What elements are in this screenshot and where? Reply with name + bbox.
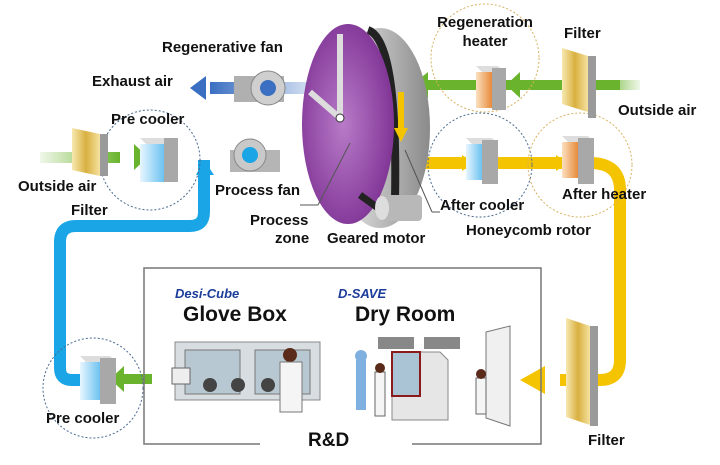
label-after-heater: After heater: [562, 186, 647, 203]
label-filter-left: Filter: [71, 202, 108, 219]
label-outside-air-left: Outside air: [18, 178, 97, 195]
rd-box: [143, 267, 542, 445]
rd-return-duct: [110, 366, 152, 392]
regeneration-heater-highlight: [430, 3, 540, 113]
label-pre-cooler-bottom: Pre cooler: [46, 410, 120, 427]
regeneration-heater-icon: [476, 66, 506, 110]
label-filter-top: Filter: [564, 25, 601, 42]
rd-title: R&D: [308, 430, 350, 451]
glove-box-illustration: [171, 341, 321, 413]
filter-left-icon: [72, 128, 108, 176]
pre-cooler-icon-top: [140, 138, 178, 182]
label-regeneration-heater-2: heater: [462, 33, 508, 50]
after-cooler-highlight: [427, 112, 533, 218]
label-process-fan: Process fan: [215, 182, 301, 199]
filter-top-icon: [562, 48, 596, 118]
dry-room-brand: D-SAVE: [338, 286, 387, 301]
pre-cooler-icon-bottom: [80, 356, 116, 404]
honeycomb-rotor-icon: [300, 24, 440, 228]
dry-room-title: Dry Room: [355, 303, 456, 326]
label-pre-cooler-top: Pre cooler: [111, 111, 185, 128]
label-after-cooler: After cooler: [440, 197, 525, 214]
label-process-zone-1: Process: [250, 212, 309, 229]
after-heater-highlight: [527, 112, 633, 218]
after-heater-icon: [562, 136, 594, 184]
label-exhaust-air: Exhaust air: [92, 73, 173, 90]
pre-cooler-highlight-bottom: [42, 337, 144, 439]
glove-box-title: Glove Box: [183, 303, 287, 326]
regenerative-fan-icon: [234, 70, 286, 106]
outside-air-duct-right: [412, 72, 640, 98]
label-process-zone-2: zone: [275, 230, 310, 247]
label-honeycomb-rotor: Honeycomb rotor: [466, 222, 592, 239]
label-regeneration-heater-1: Regeneration: [437, 14, 533, 31]
filter-bottom-icon: [566, 318, 598, 426]
after-cooler-icon: [466, 138, 498, 184]
label-regenerative-fan: Regenerative fan: [162, 39, 283, 56]
glove-box-brand: Desi-Cube: [175, 286, 240, 301]
label-geared-motor: Geared motor: [327, 230, 426, 247]
label-outside-air-right: Outside air: [618, 102, 697, 119]
label-filter-bottom: Filter: [588, 432, 625, 449]
dry-room-illustration: [355, 325, 511, 427]
process-fan-icon: [230, 138, 280, 172]
